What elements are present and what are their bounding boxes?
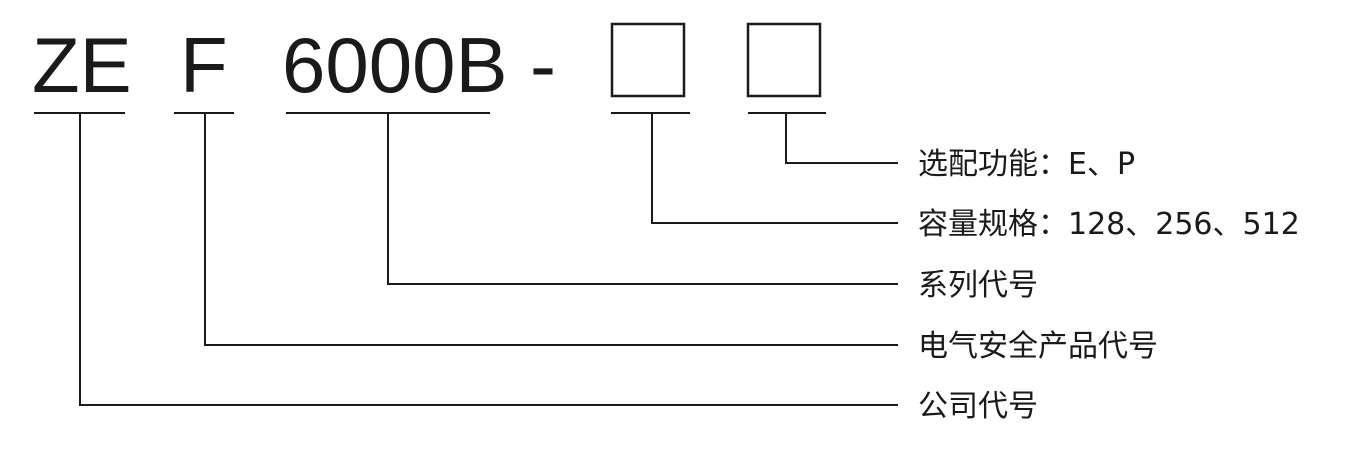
option-placeholder-box (746, 22, 822, 98)
code-product: F (180, 21, 228, 109)
leader-capacity (651, 113, 898, 224)
leader-series (387, 113, 898, 285)
leader-option (785, 113, 898, 164)
capacity-placeholder-box (610, 22, 686, 98)
leader-company (79, 113, 898, 406)
code-company: ZE (32, 21, 132, 109)
leader-product (204, 113, 898, 346)
label-series-code: 系列代号 (918, 268, 1038, 303)
label-capacity-spec: 容量规格：128、256、512 (918, 207, 1300, 242)
code-series: 6000B (282, 21, 508, 109)
code-dash: - (530, 21, 556, 109)
label-company-code: 公司代号 (918, 389, 1038, 424)
label-optional-function: 选配功能：E、P (918, 147, 1135, 182)
label-product-code: 电气安全产品代号 (918, 329, 1158, 364)
